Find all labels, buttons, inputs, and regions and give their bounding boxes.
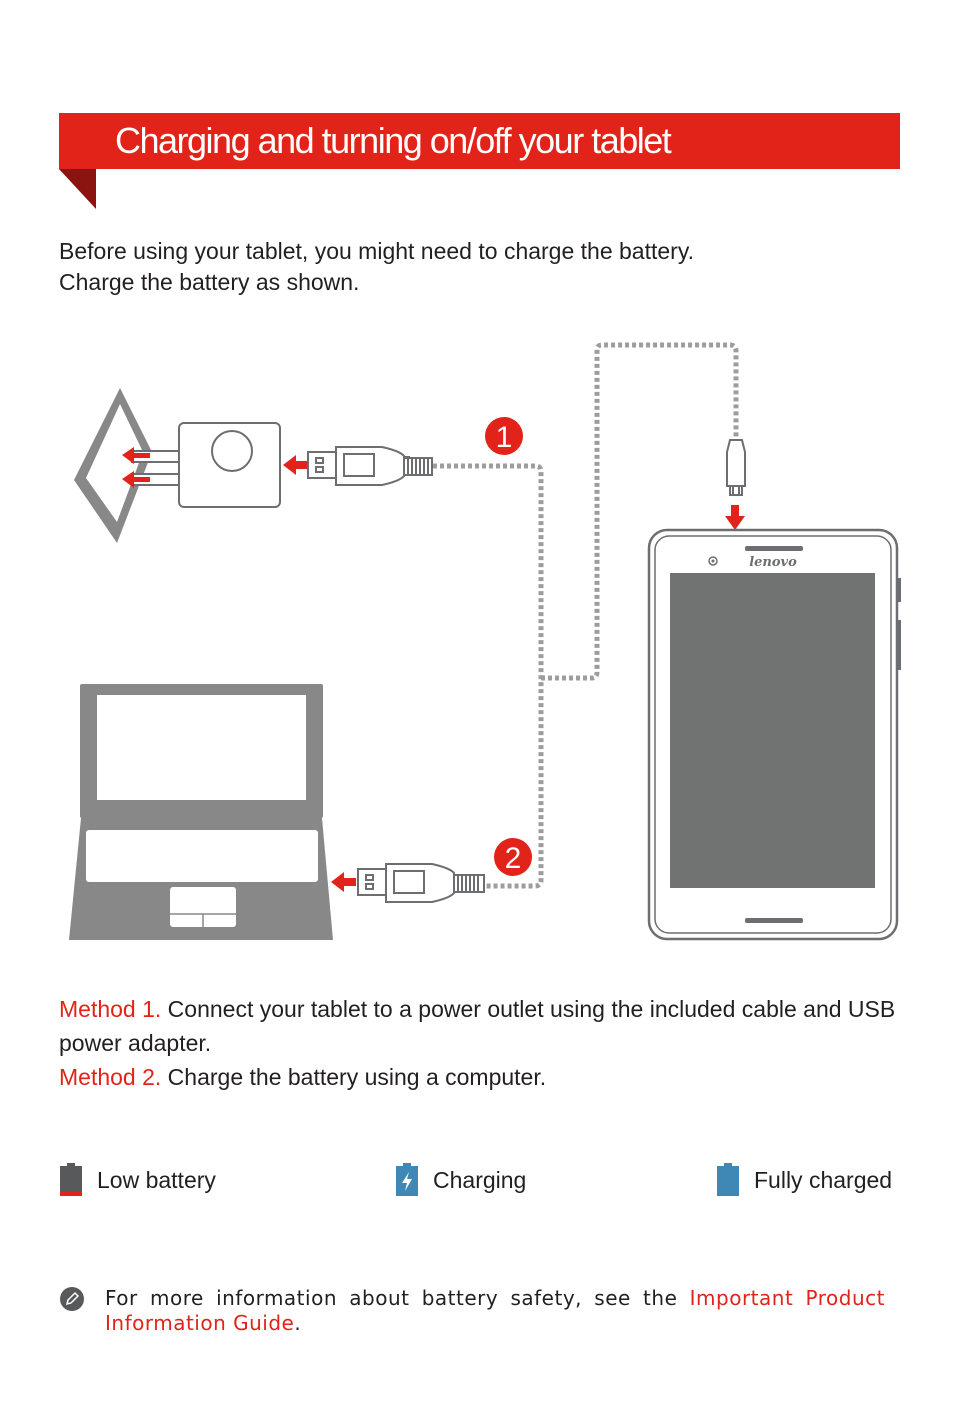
prong-arrows: [122, 447, 150, 488]
legend-fully-charged: Fully charged: [716, 1163, 892, 1197]
arrow-to-laptop: [331, 872, 356, 892]
method-2-text: Charge the battery using a computer.: [161, 1064, 547, 1090]
note-text: For more information about battery safet…: [105, 1286, 885, 1336]
method-1: Method 1. Connect your tablet to a power…: [59, 992, 899, 1060]
intro-text: Before using your tablet, you might need…: [59, 236, 909, 298]
method-2-label: Method 2.: [59, 1064, 162, 1090]
usb-power-adapter: [178, 422, 281, 508]
important-product-info-link[interactable]: Important Product Information Guide: [105, 1286, 885, 1335]
dotted-cable-branch: [541, 342, 739, 681]
usb-plug-1: [307, 446, 433, 486]
methods: Method 1. Connect your tablet to a power…: [59, 992, 899, 1094]
micro-usb-plug: [726, 439, 746, 496]
tablet: lenovo: [647, 528, 901, 941]
step-2-badge: 2: [494, 838, 532, 876]
method-1-label: Method 1.: [59, 996, 162, 1022]
step-2-number: 2: [505, 842, 522, 875]
legend-charging-label: Charging: [433, 1166, 527, 1193]
wall-outlet: [74, 388, 152, 543]
intro-line-2: Charge the battery as shown.: [59, 269, 360, 295]
battery-full-icon: [717, 1163, 739, 1196]
arrow-to-tablet: [725, 505, 745, 530]
step-1-number: 1: [496, 421, 513, 454]
method-1-text: Connect your tablet to a power outlet us…: [59, 996, 896, 1056]
banner-fold: [59, 169, 96, 209]
laptop: [69, 684, 333, 940]
step-1-badge: 1: [485, 417, 523, 455]
legend-charging: Charging: [395, 1163, 526, 1197]
method-2: Method 2. Charge the battery using a com…: [59, 1060, 899, 1094]
note-prefix: For more information about battery safet…: [105, 1286, 690, 1310]
intro-line-1: Before using your tablet, you might need…: [59, 238, 695, 264]
legend-low-label: Low battery: [97, 1166, 216, 1193]
dotted-cable: [433, 463, 544, 889]
battery-low-icon: [60, 1163, 82, 1196]
charging-illustration: 1 2 lenovo: [69, 342, 901, 941]
section-banner: Charging and turning on/off your tablet: [59, 113, 900, 169]
tablet-brand-logo: lenovo: [749, 555, 797, 570]
page-title: Charging and turning on/off your tablet: [115, 120, 672, 161]
tablet-screen: [670, 573, 875, 888]
arrow-to-adapter: [283, 455, 308, 475]
legend-full-label: Fully charged: [754, 1166, 893, 1193]
note-suffix: .: [294, 1311, 302, 1335]
legend-low-battery: Low battery: [59, 1163, 216, 1197]
usb-plug-2: [357, 863, 485, 903]
pencil-note-icon: [60, 1287, 84, 1311]
battery-charging-icon: [396, 1163, 418, 1196]
